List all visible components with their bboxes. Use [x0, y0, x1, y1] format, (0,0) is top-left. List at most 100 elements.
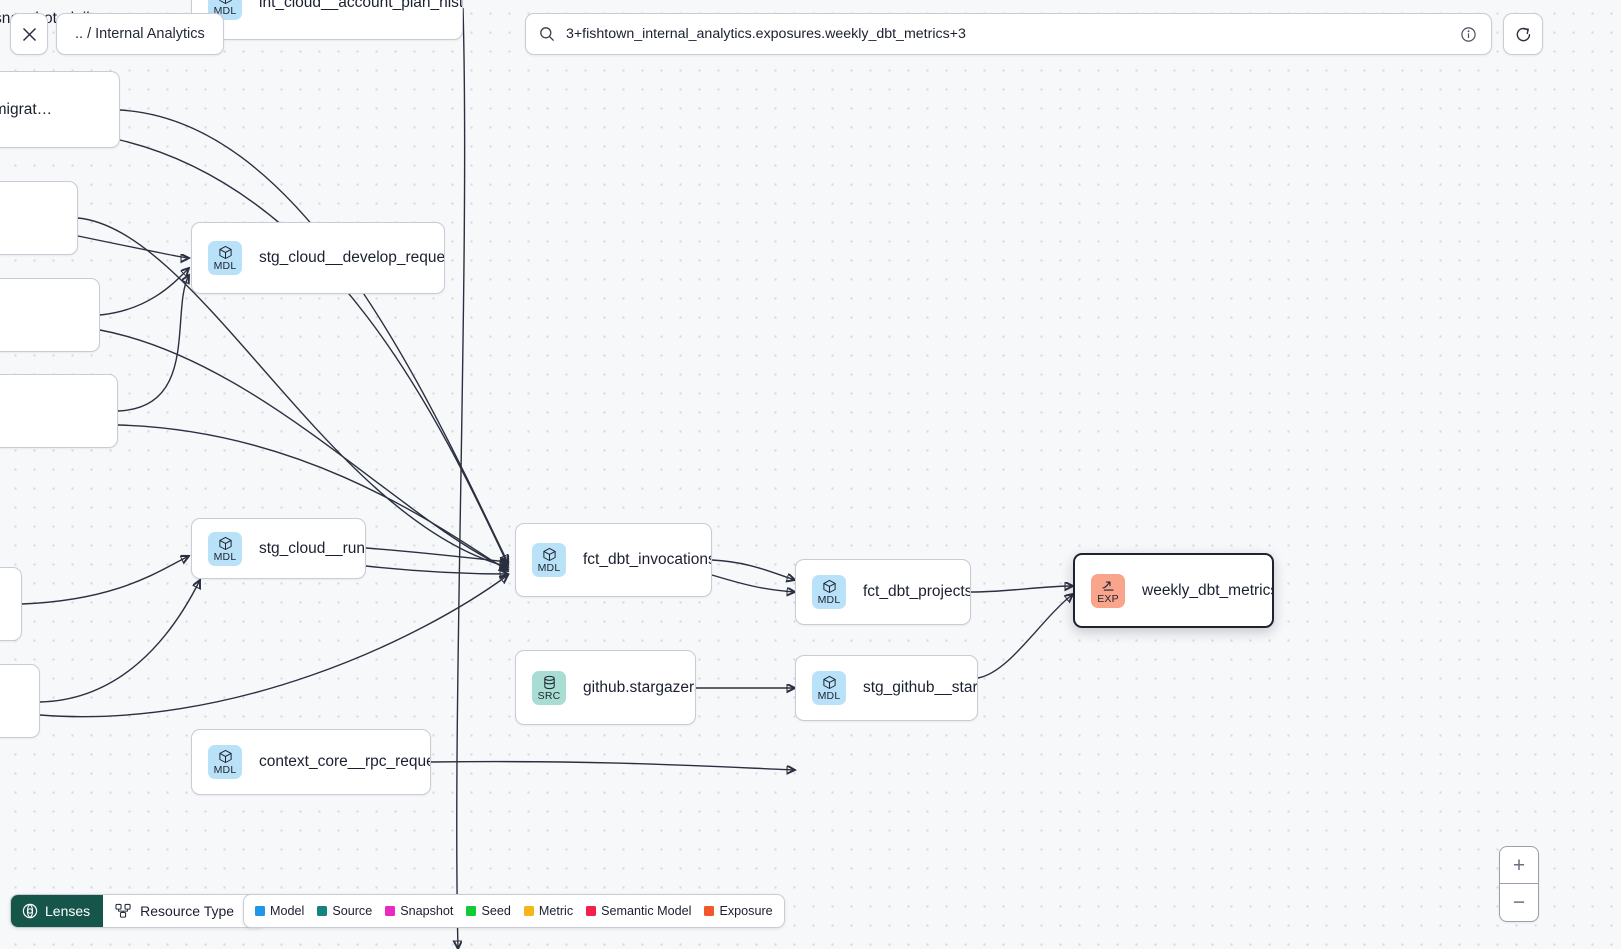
legend-swatch	[385, 906, 396, 916]
legend-label: Snapshot	[400, 904, 454, 918]
node-type-label: SRC	[537, 689, 561, 702]
lineage-edge	[365, 565, 508, 574]
node-label: weekly_dbt_metrics	[1142, 581, 1274, 599]
cube-icon	[542, 547, 556, 561]
zoom-controls[interactable]: + −	[1499, 846, 1539, 922]
zoom-out-button[interactable]: −	[1512, 891, 1526, 914]
bottom-toolbar[interactable]: Lenses Resource Type ∨	[10, 894, 267, 928]
lineage-edge	[119, 109, 508, 563]
node-type-badge-mdl: MDL	[208, 241, 242, 275]
legend-item[interactable]: Exposure	[704, 904, 773, 918]
lineage-node-stg_cloud_dev_req[interactable]: MDL stg_cloud__develop_requests	[191, 222, 445, 294]
legend-item[interactable]: Semantic Model	[586, 904, 691, 918]
resource-type-label: Resource Type	[140, 903, 235, 919]
lineage-edge	[457, 7, 466, 949]
node-type-label: MDL	[817, 594, 841, 606]
node-type-label: MDL	[537, 562, 561, 574]
legend-swatch	[586, 906, 597, 916]
refresh-icon	[1516, 27, 1530, 41]
lineage-node-partial_run[interactable]: _run	[0, 664, 40, 738]
legend-swatch	[317, 906, 328, 916]
node-label: stg_cloud__develop_requests	[259, 249, 445, 266]
node-type-badge-mdl: MDL	[812, 671, 846, 705]
legend-swatch	[466, 906, 477, 916]
lineage-edge	[39, 580, 200, 703]
node-type-label: MDL	[213, 550, 237, 563]
lineage-edge	[365, 547, 508, 562]
search-icon	[540, 27, 555, 42]
cube-icon	[822, 579, 836, 593]
node-label: int_cloud__account_plan_history	[259, 0, 463, 11]
breadcrumb[interactable]: .. / Internal Analytics	[56, 13, 224, 55]
lens-icon	[22, 903, 38, 919]
lineage-node-github_stargazers[interactable]: SRC github.stargazers	[515, 650, 696, 725]
legend-item[interactable]: Metric	[523, 904, 574, 918]
legend-item[interactable]: Model	[255, 904, 304, 918]
lineage-edge	[970, 586, 1073, 593]
node-type-badge-exp: EXP	[1091, 573, 1125, 608]
node-type-label: MDL	[213, 260, 237, 272]
lineage-edge	[711, 574, 795, 592]
lineage-edge	[77, 235, 189, 258]
node-label: fct_dbt_invocations	[583, 551, 712, 568]
lineage-node-develop_request[interactable]: _develop_request	[0, 374, 118, 448]
zoom-in-button[interactable]: +	[1500, 847, 1538, 884]
lineage-edge	[117, 275, 189, 412]
node-type-label: MDL	[213, 5, 237, 17]
legend-item[interactable]: Snapshot	[385, 904, 453, 918]
lineage-edge	[99, 268, 189, 316]
refresh-button[interactable]	[1503, 13, 1543, 55]
resource-type-legend: Model Source Snapshot Seed Metric Semantic Mo…	[243, 894, 785, 928]
cube-icon	[822, 675, 836, 689]
lineage-node-weekly_dbt_metrics[interactable]: EXP weekly_dbt_metrics	[1073, 553, 1274, 628]
node-type-label: MDL	[213, 764, 237, 776]
node-type-badge-mdl: MDL	[208, 531, 242, 566]
node-label: stg_cloud__runs	[259, 539, 366, 557]
search-bar[interactable]: 3+fishtown_internal_analytics.exposures.…	[525, 13, 1492, 55]
lineage-node-stg_github_stars[interactable]: MDL stg_github__stars	[795, 655, 978, 721]
lineage-edge	[711, 559, 795, 580]
close-icon	[22, 27, 36, 41]
legend-item[interactable]: Source	[317, 904, 372, 918]
lineage-node-velop_request[interactable]: velop_request	[0, 278, 100, 352]
lineage-edge	[119, 139, 508, 565]
cube-icon	[218, 749, 232, 763]
lineage-node-fct_dbt_invocations[interactable]: MDL fct_dbt_invocations	[515, 523, 712, 597]
legend-label: Model	[270, 904, 305, 918]
search-input[interactable]: 3+fishtown_internal_analytics.exposures.…	[566, 26, 966, 42]
lenses-button[interactable]: Lenses	[11, 895, 104, 927]
node-type-badge-mdl: MDL	[812, 575, 846, 609]
lineage-node-int_cloud_acct[interactable]: MDL int_cloud__account_plan_history	[191, 0, 463, 40]
node-type-label: MDL	[817, 690, 841, 702]
legend-label: Seed	[481, 904, 511, 918]
legend-swatch	[255, 906, 265, 916]
node-type-badge-mdl: MDL	[532, 543, 566, 577]
node-label: stg_github__stars	[863, 679, 978, 696]
legend-item[interactable]: Seed	[466, 904, 511, 918]
lineage-node-context_core_rpc[interactable]: MDL context_core__rpc_request	[191, 729, 431, 795]
legend-swatch	[523, 906, 534, 916]
info-icon[interactable]	[1460, 26, 1477, 43]
cube-icon	[218, 245, 232, 259]
lineage-node-multicell[interactable]: multicell_migrat…	[0, 71, 120, 148]
lenses-label: Lenses	[45, 903, 91, 919]
cube-icon	[218, 0, 232, 4]
legend-label: Semantic Model	[601, 904, 692, 918]
cube-icon	[218, 536, 232, 550]
lineage-node-partial_n[interactable]: n	[0, 567, 22, 641]
lineage-node-p_request[interactable]: p_request	[0, 181, 78, 255]
legend-label: Exposure	[719, 904, 773, 918]
node-label: multicell_migrat…	[0, 100, 53, 118]
close-button[interactable]	[10, 13, 48, 55]
lineage-edge	[21, 556, 189, 605]
lineage-node-stg_cloud_runs[interactable]: MDL stg_cloud__runs	[191, 518, 366, 579]
node-label: context_core__rpc_request	[259, 753, 431, 770]
node-label: github.stargazers	[583, 678, 696, 696]
node-type-badge-mdl: MDL	[208, 745, 242, 779]
database-icon	[543, 675, 555, 689]
legend-label: Metric	[538, 904, 574, 918]
resource-type-dropdown[interactable]: Resource Type ∨	[103, 895, 266, 927]
